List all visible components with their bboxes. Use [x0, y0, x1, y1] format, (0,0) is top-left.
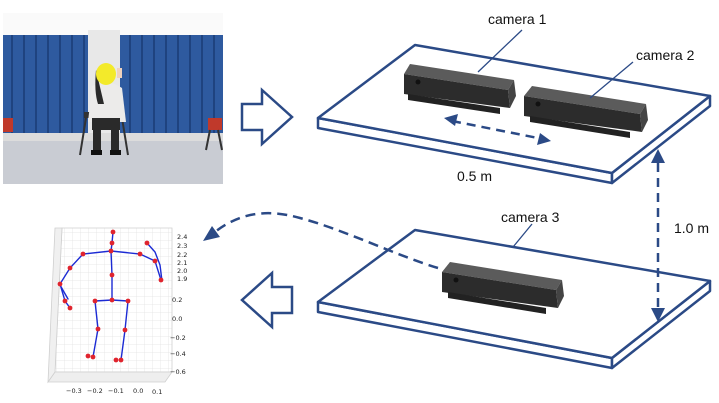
camera-1-leader	[477, 29, 523, 73]
z-tick: 2.2	[177, 251, 187, 259]
camera-2-device	[524, 86, 648, 138]
z-tick: 2.4	[177, 233, 187, 241]
z-tick: 2.1	[177, 259, 187, 267]
x-tick: 0.1	[152, 388, 162, 396]
x-tick: −0.3	[66, 387, 82, 395]
y-tick: −0.2	[170, 334, 186, 342]
camera-2-label: camera 2	[636, 47, 695, 63]
x-tick: 0.0	[133, 387, 143, 395]
vertical-distance-label: 1.0 m	[674, 220, 709, 236]
skeleton-joints	[57, 229, 164, 363]
camera-2-leader	[589, 61, 634, 99]
y-tick: −0.4	[170, 350, 186, 358]
z-tick: 2.3	[177, 242, 187, 250]
camera-1-label: camera 1	[488, 11, 547, 27]
x-tick: −0.1	[108, 387, 124, 395]
camera-1-device	[404, 64, 516, 114]
curtain-right	[120, 35, 223, 133]
arrow-left-icon	[240, 270, 294, 330]
arrow-right-icon	[240, 87, 294, 147]
camera-3-device	[442, 262, 564, 314]
seated-person	[79, 63, 129, 156]
subject-photo	[3, 13, 223, 184]
y-tick: 0.0	[172, 315, 182, 323]
z-tick: 2.0	[177, 267, 187, 275]
vertical-distance-arrow	[651, 149, 665, 322]
skeleton-3d-plot: 2.4 2.3 2.2 2.1 2.0 1.9 0.2 0.0 −0.2 −0.…	[47, 227, 187, 396]
top-board	[316, 43, 712, 185]
z-tick: 1.9	[177, 275, 187, 283]
y-tick: 0.2	[172, 296, 182, 304]
face-blur	[96, 63, 116, 85]
x-tick: −0.2	[87, 387, 103, 395]
horizontal-distance-label: 0.5 m	[457, 168, 492, 184]
data-flow-arrow	[203, 211, 439, 270]
y-tick: −0.6	[170, 368, 186, 376]
curtain-left	[3, 35, 88, 133]
horizontal-distance-arrow	[444, 114, 551, 145]
camera-3-label: camera 3	[501, 209, 560, 225]
